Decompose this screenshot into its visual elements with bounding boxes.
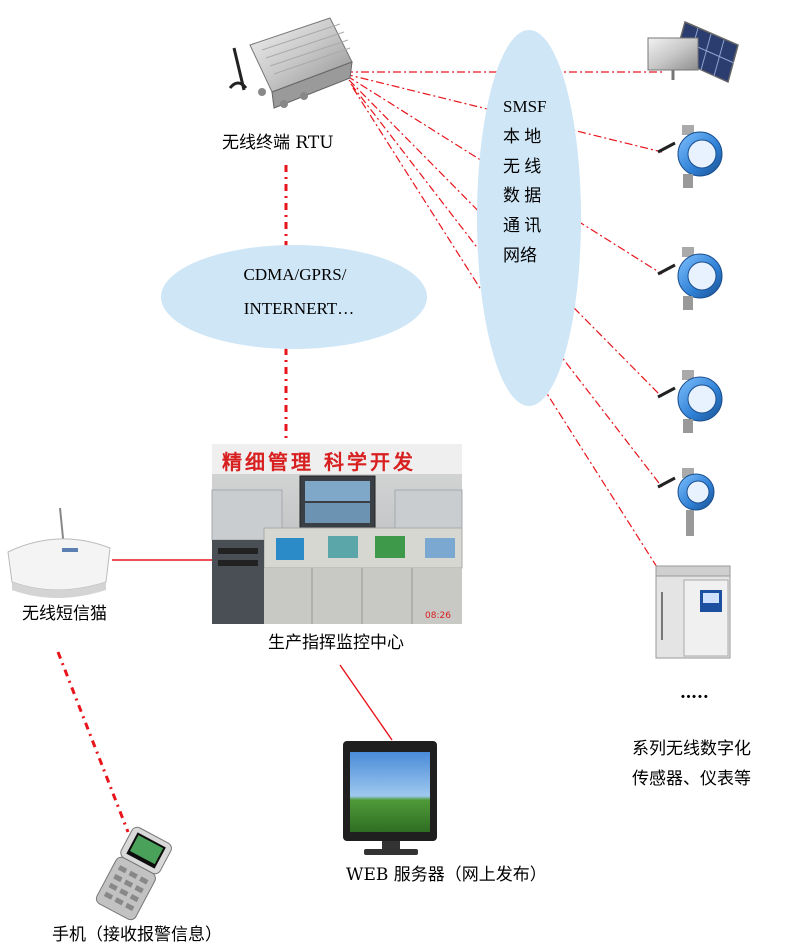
solar-sensor [647,20,739,84]
local-network-line-3: 无 线 [503,157,542,176]
pressure-sensor-2 [657,247,723,310]
local-network-cloud [477,30,581,406]
web-server-label: WEB 服务器（网上发布） [346,865,547,885]
sms-modem [7,507,111,598]
local-network-line-1: SMSF [503,97,547,116]
control-cabinet [655,565,731,659]
internet-cloud-line2: INTERNERT… [243,299,355,318]
rtu-label: 无线终端 RTU [222,133,334,153]
modem-label: 无线短信猫 [22,604,107,624]
sensors-caption-line1: 系列无线数字化 [632,739,751,759]
local-network-line-4: 数 据 [503,186,542,205]
local-network-line-6: 网络 [503,246,537,265]
control-center-label: 生产指挥监控中心 [268,633,404,653]
rtu-device [228,17,353,109]
phone-label: 手机（接收报警信息） [52,925,222,945]
sensors-ellipsis: ….. [680,683,709,703]
local-network-line-2: 本 地 [503,127,542,146]
internet-cloud [161,245,427,349]
modem-phone-link [56,651,130,833]
pressure-sensor-3 [657,370,723,433]
sensors-caption-line2: 传感器、仪表等 [632,769,751,789]
local-network-line-5: 通 讯 [503,216,542,235]
web-server-monitor [343,741,437,855]
svg-text:08:26: 08:26 [425,611,451,621]
mobile-phone [95,826,172,921]
pressure-sensor-1 [657,125,723,188]
internet-cloud-line1: CDMA/GPRS/ [243,265,347,284]
control-center-photo: 08:26 [211,444,463,624]
pressure-sensor-4 [657,468,715,536]
control-center-banner: 精细管理 科学开发 [222,450,416,474]
center-web-link [339,664,393,741]
